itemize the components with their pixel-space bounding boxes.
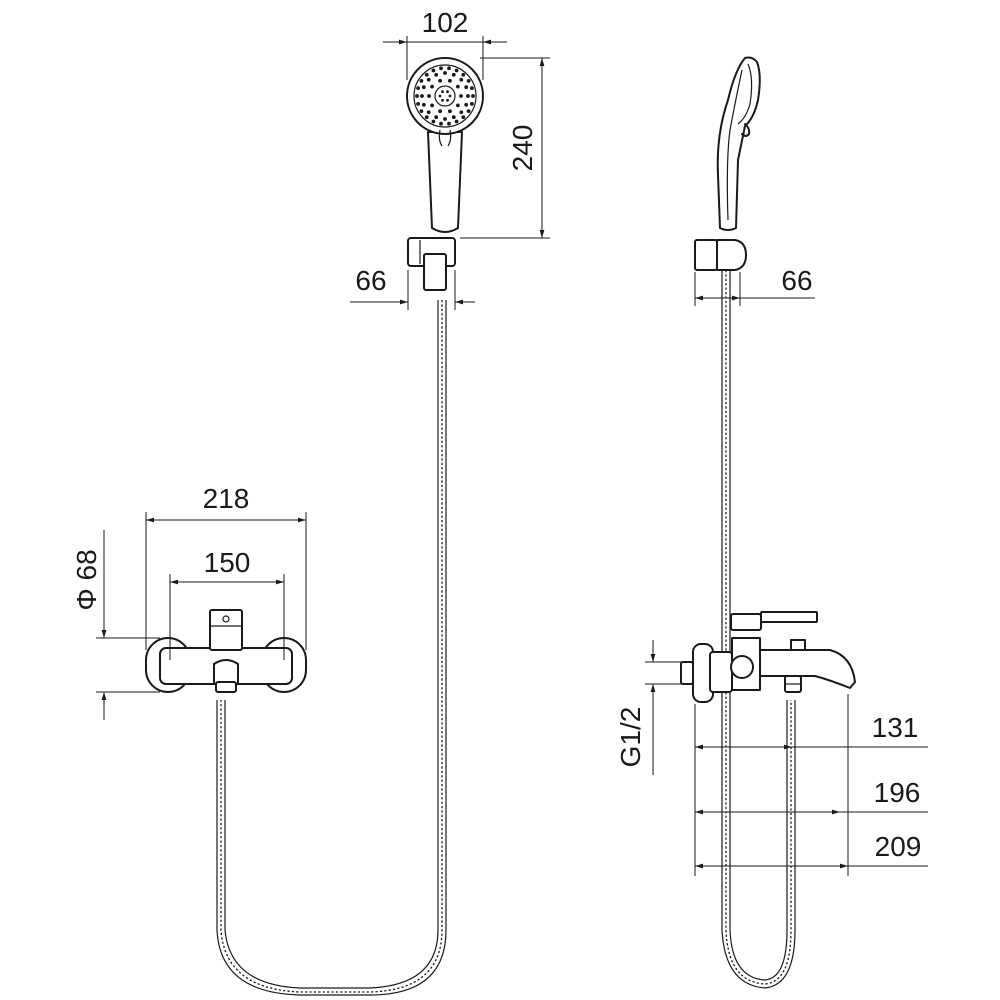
nozzle-dot xyxy=(448,94,452,98)
nozzle-dot xyxy=(434,72,439,77)
dim-label-66-front: 66 xyxy=(355,265,386,296)
nozzle-dot xyxy=(421,102,426,107)
nozzle-dot xyxy=(456,103,460,108)
nozzle-dot xyxy=(456,84,460,89)
nozzle-dot xyxy=(431,68,436,73)
nozzle-dot xyxy=(441,98,444,102)
nozzle-dot xyxy=(426,77,431,82)
nozzle-dot xyxy=(470,86,474,90)
front-hose xyxy=(216,300,447,996)
side-hand-shower xyxy=(716,56,761,231)
nozzle-dot xyxy=(434,115,439,120)
dim-label-102: 102 xyxy=(422,7,469,38)
nozzle-dot xyxy=(441,90,444,94)
nozzle-dot xyxy=(447,121,451,126)
dim-label-218: 218 xyxy=(203,483,250,514)
dim-label-phi-68: Φ 68 xyxy=(71,549,102,610)
dim-g12: G1/2 xyxy=(615,640,685,775)
dim-218: 218 xyxy=(145,483,307,650)
nozzle-dot xyxy=(424,115,429,120)
nozzle-dot xyxy=(466,79,471,83)
nozzle-dot xyxy=(419,79,424,83)
dim-131: 131 xyxy=(695,712,928,750)
nozzle-dot xyxy=(427,94,431,98)
dim-label-150: 150 xyxy=(204,547,251,578)
dim-240: 240 xyxy=(460,57,550,239)
nozzle-dot xyxy=(459,77,464,82)
front-hand-shower xyxy=(406,57,484,233)
nozzle-dot xyxy=(426,110,431,115)
front-mixer xyxy=(145,609,307,693)
nozzle-dot xyxy=(446,90,449,94)
nozzle-dot xyxy=(447,66,451,71)
dim-label-66-side: 66 xyxy=(781,265,812,296)
nozzle-dot xyxy=(431,119,436,124)
nozzle-dot xyxy=(466,109,471,113)
nozzle-dot xyxy=(451,115,456,120)
dim-label-196: 196 xyxy=(874,777,921,808)
nozzle-dot xyxy=(464,85,469,90)
shower-nozzles xyxy=(415,66,475,126)
nozzle-dot xyxy=(446,98,449,102)
nozzle-dot xyxy=(421,85,426,90)
nozzle-dot xyxy=(443,71,447,75)
nozzle-dot xyxy=(471,94,475,98)
nozzle-dot xyxy=(438,78,442,83)
nozzle-dot xyxy=(461,72,466,77)
nozzle-dot xyxy=(443,117,447,121)
front-view: 102 240 66 218 xyxy=(71,7,550,996)
nozzle-dot xyxy=(454,68,459,73)
nozzle-dot xyxy=(415,94,419,98)
dim-196: 196 xyxy=(695,777,928,815)
nozzle-dot xyxy=(439,66,443,71)
nozzle-dot xyxy=(439,121,443,126)
nozzle-dot xyxy=(459,110,464,115)
nozzle-dot xyxy=(448,78,452,83)
nozzle-dot xyxy=(451,72,456,77)
nozzle-dot xyxy=(424,72,429,77)
nozzle-dot xyxy=(464,102,469,107)
side-view: 66 G1/2 131 196 xyxy=(615,56,928,989)
nozzle-dot xyxy=(419,109,424,113)
dim-label-131: 131 xyxy=(872,712,919,743)
dim-label-240: 240 xyxy=(507,125,538,172)
dim-label-209: 209 xyxy=(875,831,922,862)
side-mixer xyxy=(680,611,856,703)
dim-phi-68: Φ 68 xyxy=(71,530,160,720)
side-hose xyxy=(721,270,796,989)
dim-66-front: 66 xyxy=(350,265,475,310)
nozzle-dot xyxy=(454,119,459,124)
side-wall-holder xyxy=(694,239,747,271)
nozzle-dot xyxy=(470,102,474,106)
nozzle-dot xyxy=(430,103,434,108)
dim-66-side: 66 xyxy=(694,265,815,306)
dim-150: 150 xyxy=(169,547,285,660)
dim-209: 209 xyxy=(695,831,928,869)
dim-label-g12: G1/2 xyxy=(615,707,646,768)
nozzle-dot xyxy=(416,86,420,90)
nozzle-dot xyxy=(461,115,466,120)
nozzle-dot xyxy=(448,109,452,114)
nozzle-dot xyxy=(459,94,463,98)
nozzle-dot xyxy=(416,102,420,106)
nozzle-dot xyxy=(466,94,470,98)
nozzle-dot xyxy=(420,94,424,98)
front-wall-holder xyxy=(407,237,456,291)
nozzle-dot xyxy=(430,84,434,89)
nozzle-dot xyxy=(438,109,442,114)
nozzle-dot xyxy=(438,94,442,98)
